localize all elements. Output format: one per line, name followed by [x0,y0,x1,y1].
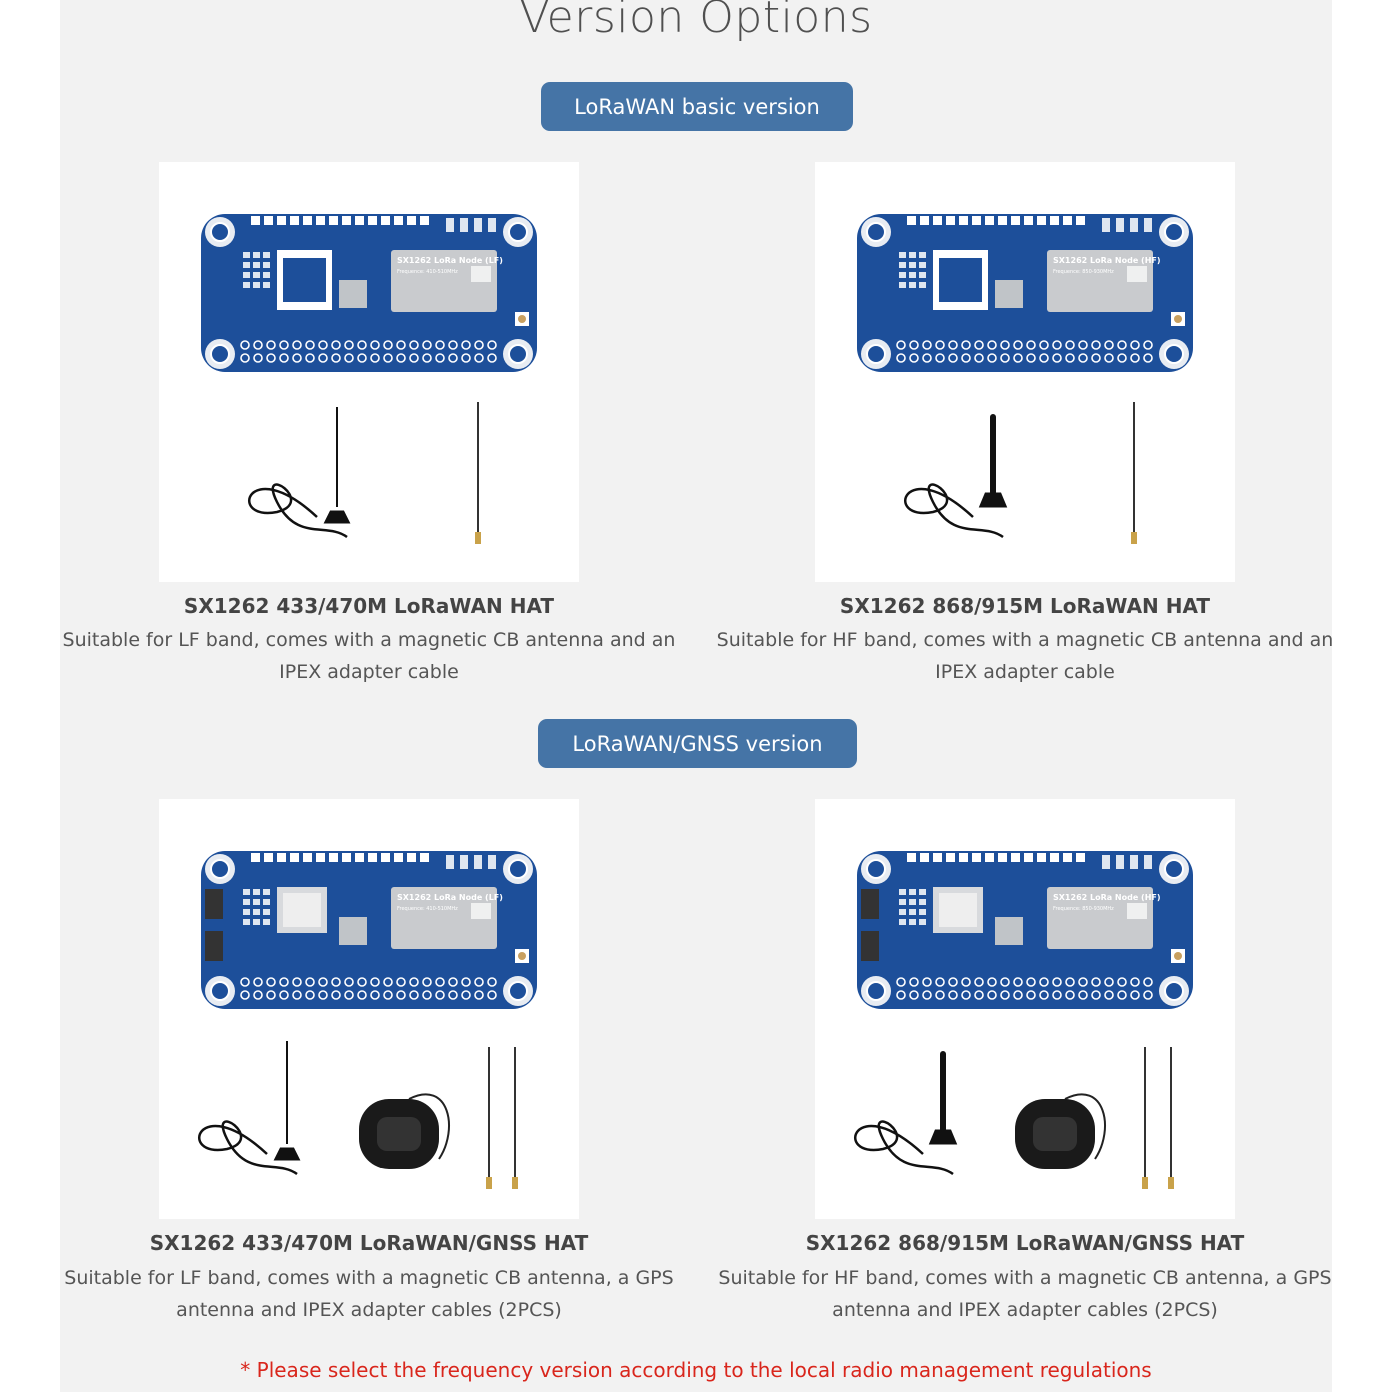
product-image-hf: SX1262 LoRa Node (HF) Frequence: 850-930M… [815,162,1235,582]
product-title: SX1262 868/915M LoRaWAN HAT [839,594,1211,618]
hat-board: SX1262 LoRa Node (LF) Frequence: 410-510M… [201,851,537,1009]
page-title: Version Options [519,0,873,43]
product-description: Suitable for LF band, comes with a magne… [62,629,676,683]
svg-text:SX1262 LoRa Node (LF): SX1262 LoRa Node (LF) [397,256,503,265]
ipex-cable [486,1047,492,1189]
ipex-cable [1168,1047,1174,1189]
section-label-gnss: LoRaWAN/GNSS version [538,719,857,768]
hat-board: SX1262 LoRa Node (HF) Frequence: 850-930M… [857,851,1193,1009]
gps-antenna [1015,1093,1106,1169]
gps-antenna [359,1093,450,1169]
lora-antenna [854,1051,958,1176]
product-title: SX1262 868/915M LoRaWAN/GNSS HAT [805,1231,1245,1255]
svg-text:SX1262 LoRa Node (HF): SX1262 LoRa Node (HF) [1053,893,1161,902]
lora-antenna [904,414,1008,539]
product-description: Suitable for HF band, comes with a magne… [716,629,1334,683]
ipex-cable [1131,402,1137,544]
ipex-cable [475,402,481,544]
product-description: Suitable for HF band, comes with a magne… [718,1267,1332,1321]
product-image-lf: SX1262 LoRa Node (LF) Frequence: 410-510M… [159,162,579,582]
product-title: SX1262 433/470M LoRaWAN/GNSS HAT [149,1231,589,1255]
product-title: SX1262 433/470M LoRaWAN HAT [183,594,555,618]
product-image-lf-gnss: SX1262 LoRa Node (LF) Frequence: 410-510M… [159,799,579,1219]
product-image-hf-gnss: SX1262 LoRa Node (HF) Frequence: 850-930M… [815,799,1235,1219]
hat-board: SX1262 LoRa Node (HF) Frequence: 850-930M… [857,214,1193,372]
hat-board: SX1262 LoRa Node (LF) Frequence: 410-510M… [201,214,537,372]
frequency-notice: * Please select the frequency version ac… [240,1358,1152,1382]
svg-text:Frequence: 410-510MHz: Frequence: 410-510MHz [397,269,458,275]
svg-text:SX1262 LoRa Node (LF): SX1262 LoRa Node (LF) [397,893,503,902]
product-description: Suitable for LF band, comes with a magne… [64,1267,674,1321]
ipex-cable [1142,1047,1148,1189]
lora-antenna [248,407,351,539]
svg-text:Frequence: 850-930MHz: Frequence: 850-930MHz [1053,269,1114,275]
svg-text:Frequence: 850-930MHz: Frequence: 850-930MHz [1053,906,1114,912]
svg-text:Frequence: 410-510MHz: Frequence: 410-510MHz [397,906,458,912]
svg-text:SX1262 LoRa Node (HF): SX1262 LoRa Node (HF) [1053,256,1161,265]
section-label-basic: LoRaWAN basic version [541,82,853,131]
lora-antenna [198,1041,301,1176]
ipex-cable [512,1047,518,1189]
